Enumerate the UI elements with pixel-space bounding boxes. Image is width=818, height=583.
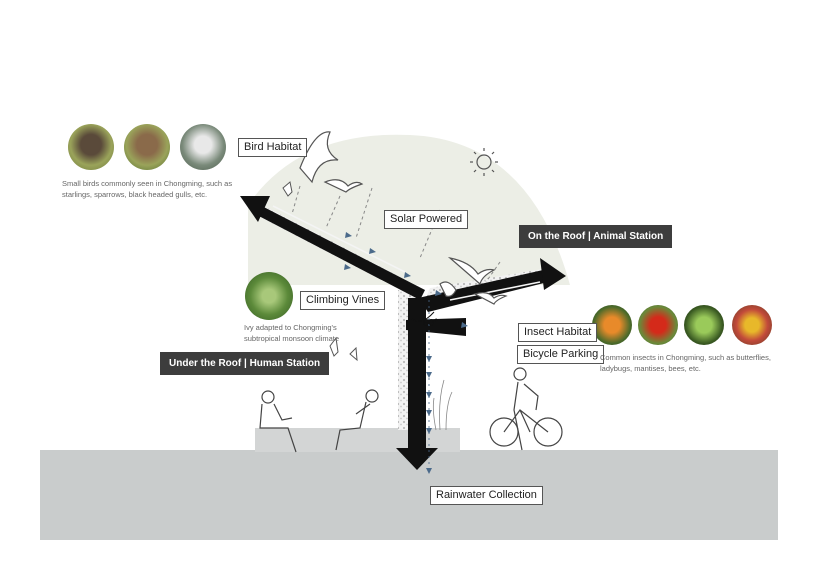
people-sketch [259,367,563,453]
tree-structure [240,196,566,470]
caption-birds-line2: starlings, sparrows, black headed gulls,… [62,190,208,199]
bird-icon [299,131,508,305]
starling-photo [68,124,114,170]
label-rainwater-collection: Rainwater Collection [430,486,543,505]
solar-panel-right [449,281,541,301]
ivy-photo [245,272,293,320]
label-bird-habitat: Bird Habitat [238,138,308,157]
rain-arrow-icon [344,232,468,474]
reed-plants [432,379,453,431]
butterfly-icon [282,181,358,362]
caption-ivy-line2: subtropical monsoon climate [244,334,340,343]
caption-insects-line1: Common insects in Chongming, such as but… [600,353,771,362]
caption-birds-line1: Small birds commonly seen in Chongming, … [62,179,233,188]
sun-icon [470,148,498,176]
mantis-photo [684,305,724,345]
gull-photo [180,124,226,170]
ground [40,450,778,540]
label-solar-powered: Solar Powered [384,210,469,229]
label-climbing-vines: Climbing Vines [300,291,386,310]
butterfly-photo [592,305,632,345]
label-insect-habitat: Insect Habitat [518,323,598,342]
label-on-the-roof: On the Roof | Animal Station [519,225,673,248]
label-under-the-roof: Under the Roof | Human Station [160,352,330,375]
caption-ivy-line1: Ivy adapted to Chongming's [244,323,337,332]
ladybug-photo [638,305,678,345]
caption-insects-line2: ladybugs, mantises, bees, etc. [600,364,701,373]
caption-insects: Common insects in Chongming, such as but… [600,352,771,374]
sparrow-photo [124,124,170,170]
bee-photo [732,305,772,345]
caption-birds: Small birds commonly seen in Chongming, … [62,178,232,200]
caption-ivy: Ivy adapted to Chongming's subtropical m… [244,322,339,344]
solar-panel-left [272,205,406,273]
label-bicycle-parking: Bicycle Parking [517,345,605,364]
angle-label: 60° [423,318,439,329]
angle-arc [407,311,435,322]
